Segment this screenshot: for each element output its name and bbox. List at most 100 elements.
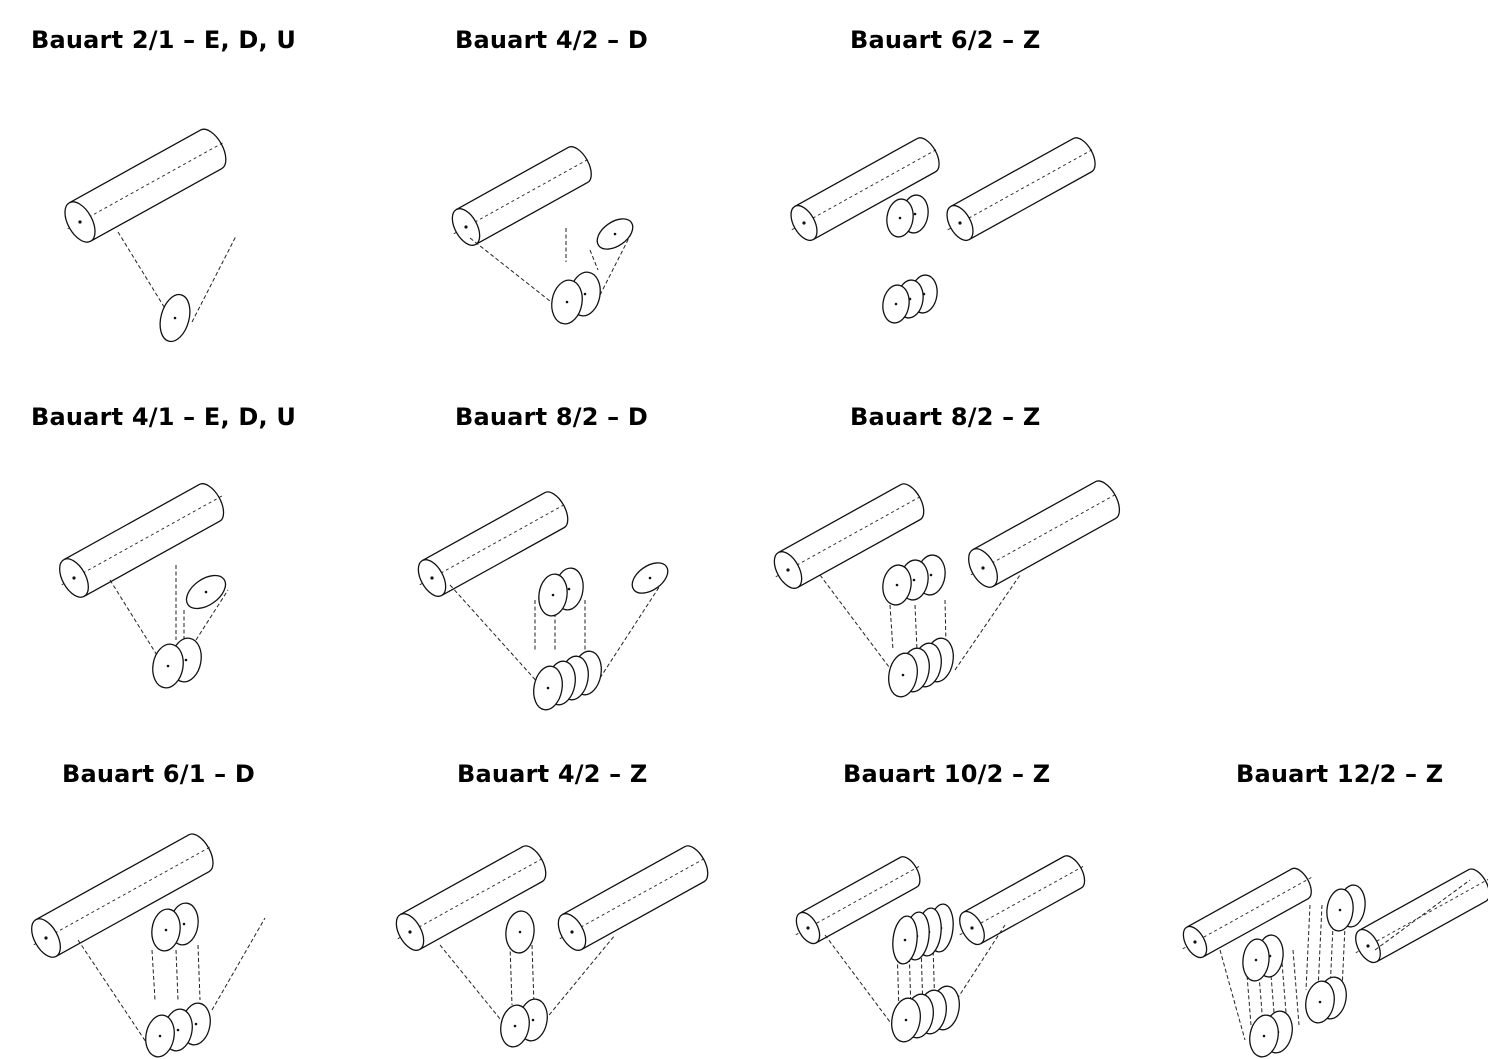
pulley-pair-hub bbox=[166, 664, 170, 668]
belt-line bbox=[599, 577, 666, 679]
roller-center bbox=[44, 936, 48, 940]
pulley-pair-hub bbox=[583, 292, 587, 296]
pulley-top-hub bbox=[903, 938, 907, 942]
drawing-6-2-z bbox=[790, 137, 1096, 324]
roller-left-center bbox=[802, 221, 806, 225]
diagram-label-8-2-d: Bauart 8/2 – D bbox=[455, 403, 649, 431]
belt-line bbox=[191, 235, 237, 323]
roller-left-axis bbox=[397, 856, 545, 940]
pulley-top-hub bbox=[648, 576, 652, 580]
belt-line bbox=[599, 231, 633, 296]
belt-line bbox=[77, 939, 149, 1046]
roller-axis bbox=[33, 845, 212, 946]
roller-right-body bbox=[972, 480, 1120, 587]
belt-line bbox=[531, 944, 535, 1006]
roller-axis bbox=[419, 502, 567, 586]
roller-left-center bbox=[806, 926, 810, 930]
diagram-label-6-2-z: Bauart 6/2 – Z bbox=[850, 26, 1041, 54]
pulley-bottom-hub bbox=[194, 1022, 198, 1026]
diagram-label-10-2-z: Bauart 10/2 – Z bbox=[843, 760, 1051, 788]
roller-left-center bbox=[1193, 940, 1197, 944]
pulley-mid-hub bbox=[895, 583, 899, 587]
roller-center bbox=[430, 576, 434, 580]
drawing-4-1 bbox=[59, 483, 229, 689]
drawing-8-2-z bbox=[773, 480, 1120, 698]
diagram-label-8-2-z: Bauart 8/2 – Z bbox=[850, 403, 1041, 431]
roller-left-center bbox=[408, 930, 412, 934]
diagram-label-4-2-z: Bauart 4/2 – Z bbox=[457, 760, 648, 788]
drawing-8-2-d bbox=[417, 491, 669, 711]
drawing-2-1 bbox=[64, 128, 237, 343]
roller-left-body bbox=[1186, 867, 1312, 958]
belt-line bbox=[109, 579, 161, 661]
pulley-mid-hub bbox=[567, 587, 571, 591]
roller-body bbox=[421, 491, 569, 597]
belt-line bbox=[151, 949, 156, 1001]
pulley-stack-hub bbox=[901, 673, 905, 677]
diagram-label-4-1: Bauart 4/1 – E, D, U bbox=[31, 403, 297, 431]
roller-body bbox=[69, 128, 227, 242]
pulley-bottom-hub bbox=[176, 1028, 180, 1032]
drawing-4-2-d bbox=[451, 146, 634, 325]
pulley-top-hub bbox=[898, 216, 902, 220]
roller-right-center bbox=[981, 566, 985, 570]
roller-right-body bbox=[950, 137, 1096, 241]
pulley-mid-hub bbox=[551, 593, 555, 597]
roller-right-body bbox=[962, 855, 1086, 945]
diagram-label-12-2-z: Bauart 12/2 – Z bbox=[1236, 760, 1444, 788]
belt-line bbox=[1219, 949, 1246, 1041]
pulley-right-top-hub bbox=[1338, 908, 1342, 912]
diagram-label-6-1-d: Bauart 6/1 – D bbox=[62, 760, 256, 788]
diagram-label-2-1: Bauart 2/1 – E, D, U bbox=[31, 26, 297, 54]
pulley-top-hub bbox=[913, 212, 917, 216]
belt-line bbox=[195, 589, 229, 641]
roller-left-axis bbox=[1182, 876, 1313, 950]
belt-line bbox=[819, 574, 896, 676]
roller-left-body bbox=[399, 845, 547, 951]
drawing-12-2-z bbox=[1182, 867, 1488, 1058]
drawing-6-1-d bbox=[31, 833, 266, 1058]
belt-line bbox=[954, 574, 1021, 671]
drawing-10-2-z bbox=[795, 855, 1086, 1043]
roller-center bbox=[72, 576, 76, 580]
belt-line bbox=[1292, 949, 1300, 1026]
pulley-bottom-hub bbox=[158, 1034, 162, 1038]
roller-axis bbox=[453, 157, 591, 235]
belt-line bbox=[175, 949, 179, 1001]
belt-line bbox=[1374, 879, 1471, 951]
pulley-stack-hub bbox=[546, 686, 550, 690]
roller-right-center bbox=[1366, 944, 1370, 948]
pulley-top-hub bbox=[518, 930, 522, 934]
pulley-mid-hub bbox=[929, 573, 933, 577]
roller-right-center bbox=[570, 930, 574, 934]
pulley-pair-hub bbox=[184, 658, 188, 662]
pulley-mid-hub bbox=[912, 578, 916, 582]
roller-left-body bbox=[799, 856, 921, 944]
belt-line bbox=[449, 584, 541, 686]
pulley-bottom-hub bbox=[513, 1024, 517, 1028]
pulley-bottom-hub bbox=[894, 302, 898, 306]
pulley-top-hub bbox=[164, 928, 168, 932]
roller-right-center bbox=[958, 221, 962, 225]
pulley-right-bottom-hub bbox=[1318, 1000, 1322, 1004]
belt-line bbox=[944, 599, 947, 646]
belt-line bbox=[197, 944, 201, 1001]
belt-line bbox=[889, 604, 894, 651]
pulley-hub bbox=[173, 316, 177, 320]
pulley-top-hub bbox=[204, 590, 208, 594]
roller-left-body bbox=[777, 483, 925, 589]
roller-right-axis bbox=[970, 492, 1118, 576]
roller-center bbox=[78, 220, 82, 224]
roller-right-body bbox=[561, 845, 709, 951]
pulley-left-top-hub bbox=[1254, 958, 1258, 962]
roller-right-axis bbox=[1355, 878, 1488, 954]
belt-line bbox=[589, 249, 599, 271]
belt-line bbox=[117, 231, 167, 311]
pulley-top-hub bbox=[613, 232, 617, 236]
roller-left-body bbox=[794, 137, 940, 241]
diagram-label-4-2-d: Bauart 4/2 – D bbox=[455, 26, 649, 54]
roller-body bbox=[63, 483, 225, 597]
belt-line bbox=[1305, 904, 1311, 991]
belt-line bbox=[896, 944, 900, 1013]
